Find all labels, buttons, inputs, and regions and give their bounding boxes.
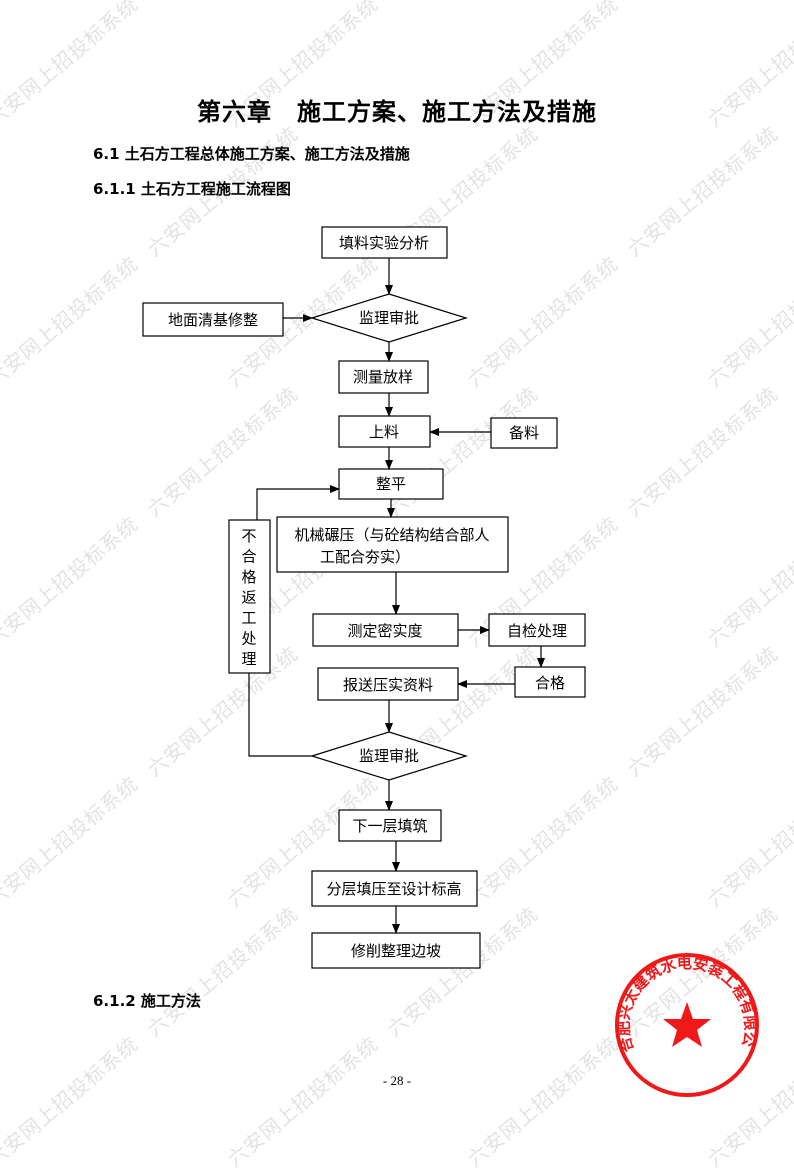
section-heading-6-1: 6.1 土石方工程总体施工方案、施工方法及措施	[93, 145, 410, 163]
node-density-test	[312, 613, 459, 647]
node-slope-trim	[311, 932, 481, 969]
label-density-test: 测定密实度	[347, 622, 422, 640]
rework-char: 理	[241, 650, 256, 668]
construction-flowchart: 填料实验分析 监理审批 地面清基修整 测量放样 上料 备料 整平 机械碾压（与砼…	[142, 226, 586, 969]
node-fill-test	[321, 226, 448, 259]
section-heading-6-1-2: 6.1.2 施工方法	[93, 992, 201, 1010]
node-supervisor-approval-1	[309, 293, 469, 343]
node-self-check	[488, 613, 586, 647]
label-ground-clearing: 地面清基修整	[168, 311, 258, 329]
label-approval-1: 监理审批	[359, 309, 419, 327]
node-layered-fill	[311, 870, 478, 907]
node-ground-clearing	[142, 302, 284, 337]
star-icon	[663, 1002, 711, 1047]
chapter-title: 第六章 施工方案、施工方法及措施	[197, 97, 597, 126]
label-layered-fill: 分层填压至设计标高	[326, 880, 461, 898]
node-submit-data	[317, 667, 459, 701]
node-survey	[338, 360, 429, 394]
node-supervisor-approval-2	[309, 731, 469, 781]
rework-char: 格	[241, 568, 256, 586]
section-heading-6-1-1: 6.1.1 土石方工程施工流程图	[93, 180, 291, 198]
label-self-check: 自检处理	[507, 622, 567, 640]
label-survey: 测量放样	[353, 368, 413, 386]
label-slope-trim: 修削整理边坡	[351, 942, 441, 960]
label-compaction-line1: 机械碾压（与砼结构结合部人	[294, 526, 489, 544]
label-next-layer: 下一层填筑	[352, 817, 427, 835]
label-compaction-line2: 工配合夯实）	[320, 548, 410, 566]
label-fill-test: 填料实验分析	[339, 234, 429, 252]
label-material-prep: 备料	[509, 424, 539, 442]
label-submit-data: 报送压实资料	[343, 676, 433, 694]
node-next-layer	[338, 809, 442, 842]
label-approval-2: 监理审批	[359, 747, 419, 765]
company-seal-stamp: 合肥兴太建筑水电安装工程有限公司	[612, 950, 759, 1097]
rework-char: 工	[241, 609, 256, 627]
node-material-prep	[490, 417, 558, 449]
node-qualified	[514, 666, 586, 698]
rework-char: 合	[241, 548, 256, 566]
label-qualified: 合格	[535, 674, 565, 692]
node-compaction	[276, 516, 509, 573]
rework-char: 处	[241, 630, 256, 648]
flow-arrows	[248, 258, 545, 934]
node-loading	[338, 415, 431, 448]
rework-char: 返	[241, 589, 256, 607]
label-loading: 上料	[369, 423, 399, 441]
seal-text: 合肥兴太建筑水电安装工程有限公司	[612, 950, 759, 1055]
label-leveling: 整平	[376, 475, 406, 493]
svg-text:合肥兴太建筑水电安装工程有限公司: 合肥兴太建筑水电安装工程有限公司	[612, 950, 759, 1055]
rework-char: 不	[241, 527, 256, 545]
page-number: - 28 -	[382, 1073, 412, 1088]
